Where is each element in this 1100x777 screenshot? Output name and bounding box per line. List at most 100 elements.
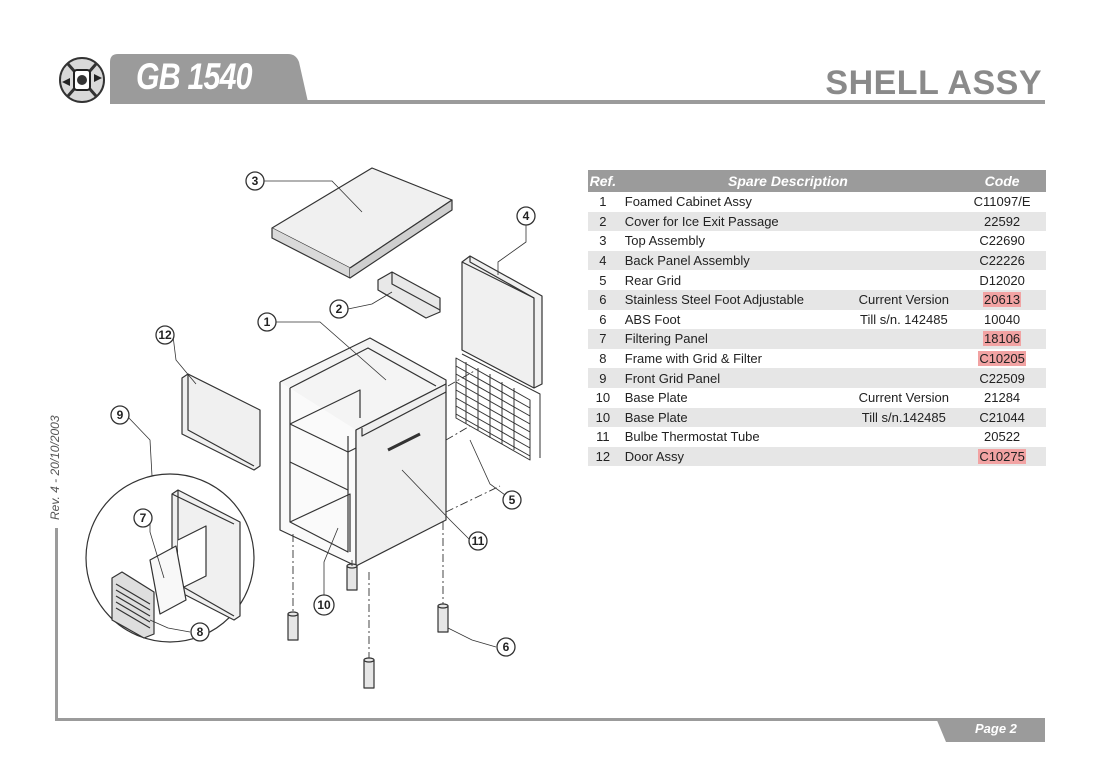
cabinet-part [279,337,447,567]
callout-7: 7 [140,511,147,525]
model-title: GB 1540 [136,56,253,97]
ice-exit-cover-part [377,271,441,319]
table-row: 3 Top Assembly C22690 [588,231,1046,251]
row-note: Till s/n.142485 [849,407,959,428]
header-ref: Ref. [588,170,618,192]
callout-6: 6 [503,640,510,654]
callout-12: 12 [158,328,172,342]
row-note [850,270,959,290]
section-title: SHELL ASSY [825,64,1042,102]
row-note [850,349,959,369]
table-row: 8 Frame with Grid & Filter C10205 [588,349,1046,369]
callout-2: 2 [336,302,343,316]
row-description: Frame with Grid & Filter [624,351,762,367]
row-code: C22690 [979,233,1025,249]
front-grid-detail [85,473,255,643]
row-note [850,427,959,447]
row-description: Cover for Ice Exit Passage [617,211,850,232]
row-note [849,368,959,388]
rear-grid-part [455,353,541,461]
row-code: C21044 [958,407,1046,428]
callout-4: 4 [523,209,530,223]
row-note: Current Version [849,289,959,310]
row-description: ABS Foot [624,311,681,327]
row-note [849,446,959,467]
top-assembly-part [271,167,453,279]
row-ref: 6 [599,311,607,327]
row-code: 18106 [983,331,1022,347]
brand-logo-icon [59,57,105,103]
row-ref: 10 [588,407,618,428]
row-ref: 5 [599,272,607,288]
callout-8: 8 [197,625,204,639]
row-code: D12020 [979,272,1025,288]
row-code: C22226 [958,250,1046,271]
table-row: 10 Base Plate Current Version 21284 [588,388,1046,408]
row-ref: 6 [588,289,618,310]
row-code: 20522 [984,429,1021,445]
row-code: C11097/E [973,194,1031,210]
table-row: 6 ABS Foot Till s/n. 142485 10040 [588,310,1046,330]
row-ref: 10 [595,390,611,406]
row-note [849,250,959,271]
row-ref: 8 [599,351,607,367]
row-note [849,329,959,349]
row-code: C22509 [958,368,1046,388]
feet-part [287,563,449,689]
row-description: Base Plate [617,407,850,428]
row-description: Door Assy [617,446,850,467]
row-code: 21284 [984,390,1021,406]
callout-3: 3 [252,174,259,188]
row-note [850,192,959,212]
row-ref: 4 [588,250,618,271]
row-description: Foamed Cabinet Assy [624,194,752,210]
row-ref: 3 [599,233,607,249]
row-ref: 11 [596,429,610,445]
row-code: C10275 [978,449,1026,465]
table-row: 5 Rear Grid D12020 [588,270,1046,290]
table-row: 1 Foamed Cabinet Assy C11097/E [588,192,1046,212]
row-description: Front Grid Panel [617,368,850,388]
row-ref: 2 [588,211,618,232]
callout-10: 10 [317,598,331,612]
row-description: Base Plate [624,390,688,406]
row-ref: 7 [588,329,618,349]
row-description: Filtering Panel [617,329,850,349]
header-code: Code [958,170,1046,192]
back-panel-part [461,255,543,389]
callout-5: 5 [509,493,516,507]
row-note [850,231,959,251]
row-description: Bulbe Thermostat Tube [624,429,760,445]
header-bar [110,54,1045,104]
exploded-diagram: 3 2 4 1 12 9 7 5 11 10 6 8 [85,167,543,689]
row-code: C10205 [978,351,1026,367]
row-description: Top Assembly [624,233,705,249]
row-code: 22592 [958,211,1046,232]
spare-parts-table: Ref. Spare Description Code 1 Foamed Cabi… [588,170,1046,467]
door-part [181,373,261,471]
row-note: Current Version [858,390,949,406]
row-note: Till s/n. 142485 [860,311,948,327]
callout-11: 11 [472,534,485,548]
row-ref: 12 [588,446,618,467]
row-code: 20613 [983,292,1022,308]
row-description: Back Panel Assembly [617,250,850,271]
row-description: Stainless Steel Foot Adjustable [617,289,850,310]
table-row: 11 Bulbe Thermostat Tube 20522 [588,427,1046,447]
callout-1: 1 [264,315,271,329]
header-description: Spare Description [617,170,959,192]
row-ref: 9 [588,368,618,388]
row-code: 10040 [984,311,1021,327]
callout-9: 9 [117,408,124,422]
row-ref: 1 [599,194,607,210]
row-description: Rear Grid [624,272,682,288]
page-number: Page 2 [975,721,1017,736]
